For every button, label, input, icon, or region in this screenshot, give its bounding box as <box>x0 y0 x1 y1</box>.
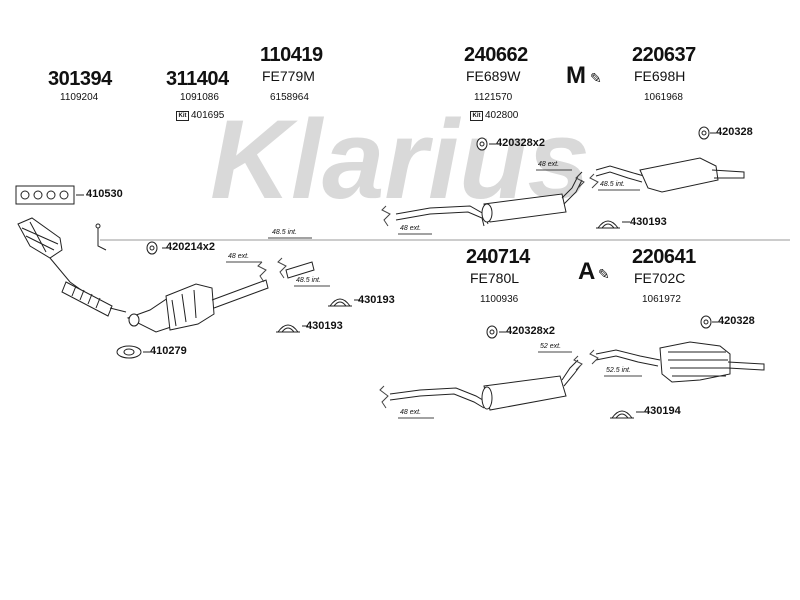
label-430193-top: 430193 <box>630 216 667 228</box>
dim-label-6: 48.5 int. <box>600 181 625 188</box>
part-code-110419: 110419 <box>260 44 323 66</box>
dim-label-9: 48 ext. <box>400 409 422 416</box>
part-sub-220641: FE702C <box>634 270 686 286</box>
part-ref-240662: 1121570 <box>474 92 513 103</box>
part-sub-240662: FE689W <box>466 68 521 84</box>
dim-label-7: 52 ext. <box>540 343 562 350</box>
label-410530: 410530 <box>86 188 123 200</box>
a-badge-icon: A <box>578 258 596 285</box>
label-430194: 430194 <box>644 405 681 417</box>
part-ref-301394: 1109204 <box>60 92 99 103</box>
label-430193a: 430193 <box>358 294 395 306</box>
dim-label-5: 48 ext. <box>538 161 560 168</box>
hanger-icon-420214 <box>146 241 158 255</box>
kit-icon: Kit <box>470 110 483 121</box>
part-code-301394: 301394 <box>48 68 112 90</box>
manifold-gasket-shape <box>15 185 75 205</box>
hanger-icon-420328x2-top <box>476 137 488 151</box>
label-410279: 410279 <box>150 345 187 357</box>
kit-icon: Kit <box>176 110 189 121</box>
part-code-220637: 220637 <box>632 44 696 66</box>
gasket-icon-410279 <box>116 345 142 359</box>
part-ref-110419: 6158964 <box>270 92 309 103</box>
part-sub-220637: FE698H <box>634 68 686 84</box>
hanger-icon-420328-top <box>698 126 710 140</box>
part-ref-240714: 1100936 <box>480 294 519 305</box>
part-sub-240714: FE780L <box>470 270 520 286</box>
dim-label-8: 52.5 int. <box>606 367 631 374</box>
part-sub-110419: FE779M <box>262 68 315 84</box>
wrench-icon-2: ✎ <box>598 266 610 282</box>
part-code-220641: 220641 <box>632 246 696 268</box>
label-420328-bot: 420328 <box>718 315 755 327</box>
exhaust-manifold-shape <box>17 217 85 293</box>
clamp-icon-430193a <box>328 298 352 307</box>
clamp-icon-430193b <box>276 324 300 333</box>
label-420328x2-top: 420328x2 <box>496 137 545 149</box>
clamp-icon-430194 <box>610 410 634 419</box>
middle-silencer-bottom-shape <box>389 359 581 411</box>
hanger-icon-420328x2-bot <box>486 325 498 339</box>
kit-number-240662: 402800 <box>485 110 519 121</box>
part-ref-311404: 1091086 <box>180 92 219 103</box>
part-code-311404: 311404 <box>166 68 229 90</box>
hanger-icon-420328-bot <box>700 315 712 329</box>
kit-number-311404: 401695 <box>191 110 225 121</box>
label-420328-top: 420328 <box>716 126 753 138</box>
dimension-ticks <box>226 169 642 419</box>
clamp-icon-430193-top <box>596 220 620 229</box>
dim-label-4: 48 ext. <box>400 225 422 232</box>
dim-label-2: 48 ext. <box>228 253 250 260</box>
label-420328x2-bot: 420328x2 <box>506 325 555 337</box>
wrench-icon: ✎ <box>590 70 602 86</box>
dim-label-1: 48.5 int. <box>272 229 297 236</box>
rear-silencer-bottom-shape <box>595 341 765 383</box>
part-ref-220637: 1061968 <box>644 92 683 103</box>
flex-pipe-shape <box>61 281 127 317</box>
catalytic-converter-shape <box>126 279 269 333</box>
sensor-bracket-shape <box>95 223 107 251</box>
connector-tube-shape <box>285 261 315 279</box>
label-430193b: 430193 <box>306 320 343 332</box>
label-420214: 420214x2 <box>166 241 215 253</box>
dim-label-3: 48.5 int. <box>296 277 321 284</box>
part-code-240714: 240714 <box>466 246 530 268</box>
kit-240662: Kit 402800 <box>470 110 518 121</box>
part-code-240662: 240662 <box>464 44 528 66</box>
m-badge-icon: M <box>566 62 586 89</box>
kit-311404: Kit 401695 <box>176 110 224 121</box>
part-ref-220641: 1061972 <box>642 294 681 305</box>
rear-silencer-top-shape <box>595 157 745 193</box>
middle-silencer-top-shape <box>395 171 583 227</box>
